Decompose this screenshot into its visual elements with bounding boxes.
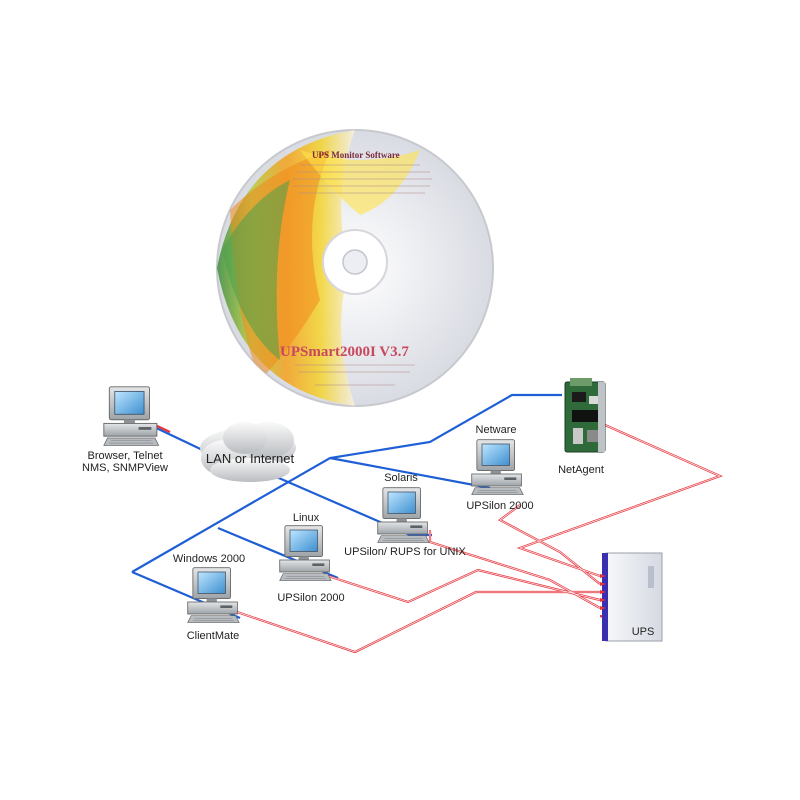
- netware-software-label: UPSilon 2000: [466, 500, 534, 512]
- linux-software-label: UPSilon 2000: [277, 592, 345, 604]
- browser-label-line2: NMS, SNMPView: [82, 462, 168, 474]
- cloud-icon: [200, 422, 296, 482]
- netware-label: Netware: [475, 424, 517, 436]
- ups-label: UPS: [631, 626, 655, 638]
- computer-icon-netware: [471, 439, 524, 496]
- linux-label: Linux: [292, 512, 320, 524]
- cd-icon: [216, 129, 494, 407]
- solaris-label: Solaris: [384, 472, 418, 484]
- windows-software-label: ClientMate: [186, 630, 240, 642]
- ups-icon: [602, 552, 663, 642]
- computer-icon-solaris: [377, 487, 430, 543]
- netagent-card-icon: [564, 378, 606, 453]
- computer-icon-browser: [103, 386, 160, 446]
- netagent-label: NetAgent: [558, 464, 604, 476]
- solaris-software-label: UPSilon/ RUPS for UNIX: [344, 546, 466, 558]
- serial-inner: [236, 424, 722, 653]
- windows-label: Windows 2000: [172, 553, 246, 565]
- cd-brand: UPSmart2000I V3.7: [280, 344, 409, 360]
- browser-label-line1: Browser, Telnet: [87, 450, 163, 462]
- computer-icon-linux: [279, 525, 332, 581]
- cd-title: UPS Monitor Software: [312, 150, 400, 160]
- cloud-label: LAN or Internet: [205, 451, 295, 466]
- computer-icon-windows: [187, 567, 240, 623]
- serial-arrowheads: [600, 574, 606, 610]
- lan-connections: [131, 393, 562, 620]
